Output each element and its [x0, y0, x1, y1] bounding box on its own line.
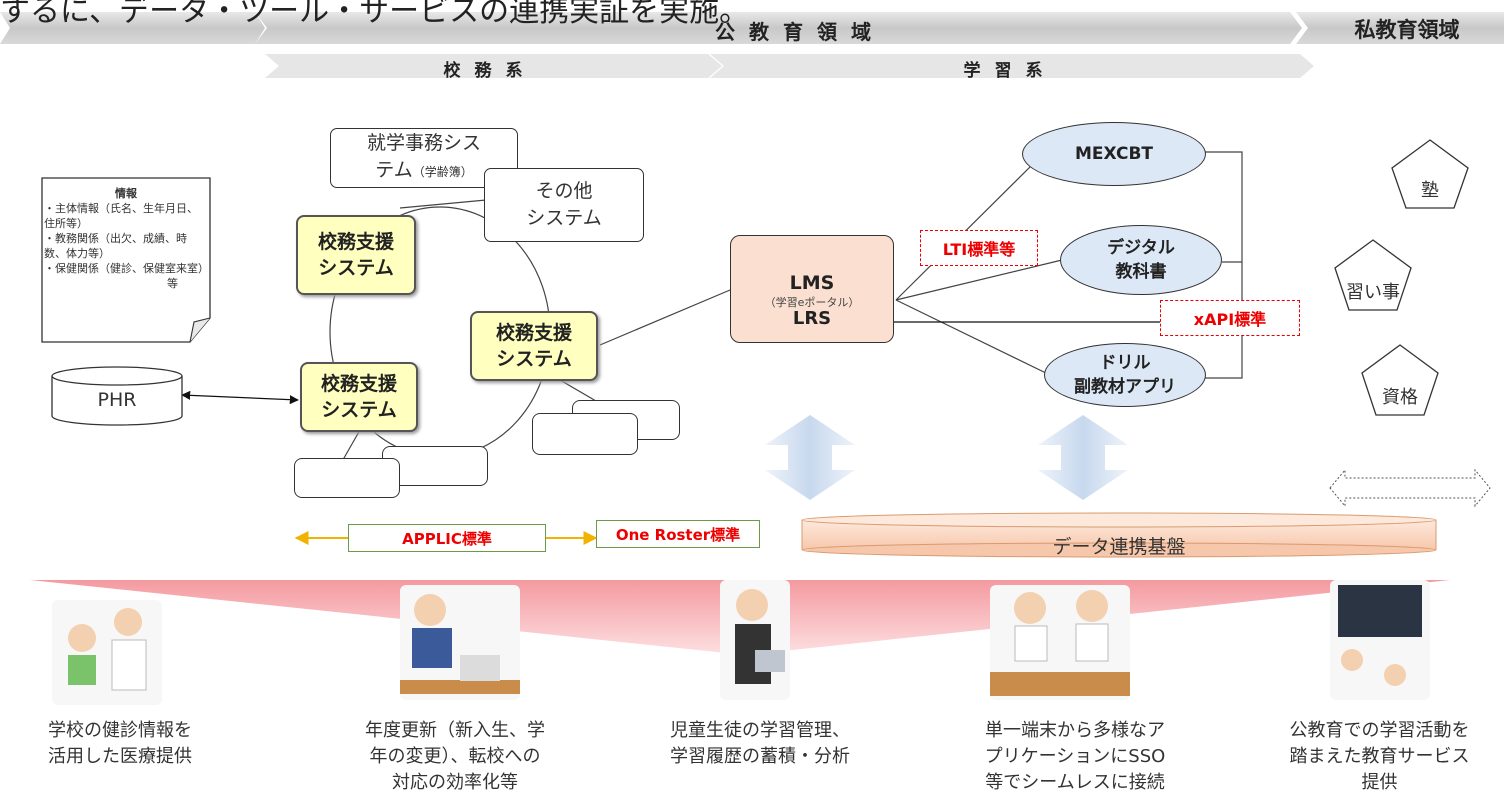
blue-updown-arrow-1: [765, 415, 855, 500]
info-document-title: 情報: [115, 187, 137, 200]
lms-sub: （学習eポータル）: [764, 296, 860, 309]
shugaku-system-sub: （学齢簿）: [412, 165, 473, 179]
public-domain-band: [0, 12, 1302, 44]
learning-band: [710, 54, 1314, 78]
doctor-illustration: [52, 600, 162, 705]
other-system-box: その他 システム: [484, 168, 644, 242]
data-platform-cylinder: [801, 512, 1437, 558]
private-link-arrow: [1329, 468, 1491, 508]
lms-label: LMS: [789, 272, 835, 294]
lrs-label: LRS: [792, 308, 832, 329]
blank-box-4: [294, 458, 400, 498]
school-affairs-band: [265, 54, 722, 78]
private-domain-band: [1296, 12, 1504, 44]
lms-box: LMS （学習eポータル）: [730, 235, 894, 343]
blank-box-2: [532, 413, 638, 455]
programmers-illustration: [1330, 580, 1430, 700]
school-support-system-3: 校務支援 システム: [300, 362, 418, 432]
applic-standard-box: APPLIC標準: [348, 524, 546, 552]
caption-medical: 学校の健診情報を 活用した医療提供: [48, 720, 192, 767]
info-document-line-2: ・教務関係（出欠、成績、時数、体力等）: [44, 232, 187, 260]
info-document-line-1: ・主体情報（氏名、生年月日、住所等）: [44, 202, 198, 230]
private-domain-label: 私教育領域: [1354, 18, 1460, 42]
caption-annual-update: 年度更新（新入生、学 年の変更）、転校への 対応の効率化等: [365, 720, 545, 793]
digital-textbook-oval: デジタル 教科書: [1060, 225, 1222, 295]
public-domain-label: 公教育領域: [715, 20, 885, 44]
info-document: 情報 ・主体情報（氏名、生年月日、住所等） ・教務関係（出欠、成績、時数、体力等…: [44, 186, 209, 291]
learning-label: 学習系: [963, 61, 1057, 81]
lti-standard-tag: LTI標準等: [920, 230, 1038, 266]
juku-label: 塾: [1421, 180, 1439, 201]
pentagon-juku: [1391, 139, 1469, 209]
school-affairs-label: 校務系: [443, 61, 537, 81]
office-worker-illustration: [400, 585, 520, 700]
phr-cylinder: [51, 366, 183, 426]
shugaku-system-label: 就学事務シス テム: [366, 132, 481, 181]
students-illustration: [990, 585, 1130, 700]
phr-label: PHR: [97, 389, 137, 411]
mexcbt-oval: MEXCBT: [1022, 122, 1206, 186]
blue-updown-arrow-2: [1038, 415, 1128, 500]
naraigoto-label: 習い事: [1346, 282, 1400, 303]
school-support-system-2: 校務支援 システム: [470, 311, 598, 381]
caption-sso: 単一端末から多様なア プリケーションにSSO 等でシームレスに接続: [984, 720, 1166, 793]
xapi-standard-tag: xAPI標準: [1160, 300, 1300, 336]
school-support-system-1: 校務支援 システム: [296, 215, 416, 295]
shikaku-label: 資格: [1382, 387, 1418, 408]
teacher-tablet-illustration: [720, 580, 790, 700]
pentagon-shikaku: [1361, 344, 1439, 416]
caption-learning-management: 児童生徒の学習管理、 学習履歴の蓄積・分析: [670, 720, 850, 767]
oneroster-standard-box: One Roster標準: [596, 520, 760, 548]
caption-education-service: 公教育での学習活動を 踏まえた教育サービス 提供: [1289, 720, 1470, 793]
info-document-line-3: ・保健関係（健診、保健室来室）: [44, 262, 209, 275]
drill-app-oval: ドリル 副教材アプリ: [1044, 343, 1206, 407]
phr-link-arrow: [181, 390, 299, 405]
info-document-etc: 等: [167, 277, 178, 290]
data-platform-label: データ連携基盤: [1052, 536, 1186, 558]
pentagon-naraigoto: [1334, 239, 1412, 311]
header-truncated-text: するに、データ・ツール・サービスの連携実証を実施。: [0, 0, 750, 29]
